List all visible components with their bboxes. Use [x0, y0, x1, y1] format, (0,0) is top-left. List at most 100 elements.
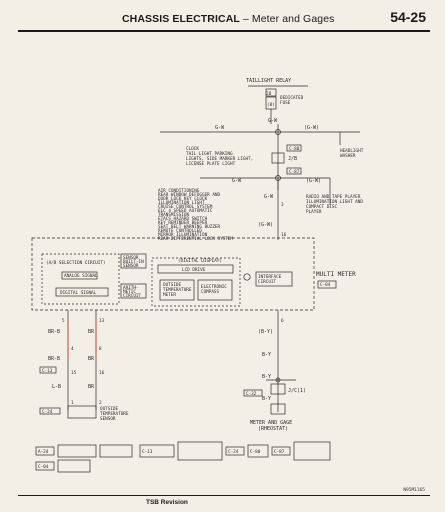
digital-signal: DIGITAL SIGNAL	[60, 290, 97, 296]
arith-2: CIRCUIT	[123, 293, 142, 299]
wire-by-paren: (B-Y)	[258, 329, 273, 335]
pin-13: 13	[99, 318, 105, 324]
dedicated-fuse-line1: DEDICATED	[280, 95, 304, 101]
wire-gw-left: G-W	[215, 125, 225, 131]
outside-temp-sensor-0: OUTSIDE	[100, 406, 119, 412]
electronic-compass-1: COMPASS	[201, 289, 220, 295]
pin-15: 15	[71, 370, 77, 376]
lcd-drive: LCD DRIVE	[182, 267, 206, 273]
outside-temp-meter-1: TEMPERATURE	[163, 287, 192, 293]
radio-1: ILLUMINATION LIGHT AND	[306, 199, 363, 205]
conn-c13: C-13	[42, 368, 53, 374]
tsb-revision: TSB Revision	[146, 499, 188, 506]
dedicated-fuse-line2: FUSE	[280, 100, 291, 106]
outside-temp-meter-2: METER	[163, 292, 176, 298]
sensor-2: SENSOR	[123, 263, 139, 269]
figure-code: N95M1165	[403, 488, 425, 493]
clock-list-3: LICENSE PLATE LIGHT	[186, 161, 236, 167]
wire-gw-mid: G-W	[232, 178, 242, 184]
headlight-washer-line1: HEADLIGHT	[340, 148, 364, 154]
conn-c87: C-87	[289, 169, 300, 175]
interface-1: CIRCUIT	[258, 279, 277, 285]
bottom-conn-c80: C-80	[250, 449, 261, 455]
fuse-number: (8)	[267, 102, 275, 108]
wire-br-upper: BR	[88, 329, 95, 335]
accessory-6: TRANSMISSION	[158, 212, 189, 218]
accessory-9: SEAT BELT WARNING BUZZER	[158, 224, 220, 230]
accessory-5: ELC 4 SPEED AUTOMATIC	[158, 208, 213, 214]
interface-0: INTERFACE	[258, 274, 282, 280]
section-title: CHASSIS ELECTRICAL – Meter and Gages	[122, 13, 335, 25]
accessory-11: MIRROR ILLUMINATION	[158, 232, 208, 238]
outside-temp-meter-0: OUTSIDE	[163, 282, 182, 288]
conn-c04: C-04	[320, 282, 331, 288]
wire-gw-top: G-W	[268, 118, 278, 124]
meter-gage-line1: METER AND GAGE	[250, 420, 292, 426]
clock-list-2: LIGHTS, SIDE MARKER LIGHT,	[186, 156, 253, 162]
bottom-conn-c87: C-87	[274, 449, 285, 455]
jc1: J/C(1)	[288, 388, 306, 394]
jb-label: J/B	[288, 156, 297, 162]
taillight-relay-label: TAILLIGHT RELAY	[246, 78, 291, 84]
headlight-washer-line2: WASHER	[340, 153, 356, 159]
pin-5: 5	[62, 318, 65, 324]
bottom-conn-a24: A-24	[38, 449, 49, 455]
arith-1: METIC	[123, 289, 136, 295]
wire-gw-paren-low: (G-W)	[258, 222, 273, 228]
electronic-compass-0: ELECTRONIC	[201, 284, 227, 290]
accessory-8: KEY REMINDER BEEPER	[158, 220, 208, 226]
page-header: CHASSIS ELECTRICAL – Meter and Gages 54-…	[18, 8, 430, 32]
accessory-0: AIR CONDITIONING	[158, 188, 200, 194]
radio-3: PLAYER	[306, 209, 322, 215]
pin-6: 6	[281, 318, 284, 324]
wire-br-b-lower: BR-B	[48, 356, 60, 362]
wire-lb: L-B	[52, 384, 61, 390]
wire-by-1: B-Y	[262, 352, 271, 358]
pin-1: 1	[71, 400, 74, 406]
analog-signal: ANALOG SIGNAL	[64, 273, 98, 279]
accessory-3: ILLUMINATION LIGHT	[158, 200, 205, 206]
footer-rule	[18, 495, 430, 496]
ab-selection: (A/B SELECTION CIRCUIT)	[46, 260, 106, 266]
outside-temp-sensor-1: TEMPERATURE	[100, 411, 129, 417]
accessory-7: ETACS HAZARD SWITCH	[158, 216, 208, 222]
sensor-0: SENSOR	[123, 255, 139, 261]
accessory-12: REAR DIFFERENTIAL LOCK SYSTEM	[158, 236, 233, 242]
wire-br-lower: BR	[88, 356, 95, 362]
bottom-conn-c24: C-24	[228, 449, 239, 455]
pin-16: 16	[281, 232, 287, 238]
digital-display: (DIGITAL DISPLAY)	[178, 258, 222, 264]
wire-by-2: B-Y	[262, 374, 271, 380]
bottom-conn-c13: C-13	[142, 449, 153, 455]
wire-br-b-upper: BR-B	[48, 329, 60, 335]
wire-gw-paren-mid: (G-W)	[306, 178, 321, 184]
conn-c24: C-24	[42, 409, 53, 415]
wire-gw-right: G-W	[264, 194, 274, 200]
arith-0: ARITH-	[123, 285, 139, 291]
multi-meter-label: MULTI METER	[316, 271, 356, 278]
accessory-4: CRUISE CONTROL SYSTEM	[158, 204, 213, 210]
clock-list-0: CLOCK	[186, 146, 199, 152]
radio-2: COMPACT DISC	[306, 204, 337, 210]
meter-gage-line2: (RHEOSTAT)	[258, 426, 288, 432]
pin-4: 4	[71, 346, 74, 352]
pin-16b: 16	[99, 370, 105, 376]
accessory-10: REMOTE CONTROLLED	[158, 228, 202, 234]
accessory-2: DOOR LOCK KEY CLOCK	[158, 196, 208, 202]
radio-0: RADIO AND TAPE PLAYER	[306, 194, 361, 200]
outside-temp-sensor-2: SENSOR	[100, 416, 116, 422]
pin-8: 8	[99, 346, 102, 352]
wire-br-bottom: BR	[88, 384, 95, 390]
wire-by-3: B-Y	[262, 396, 271, 402]
pin-2: 2	[99, 400, 102, 406]
wire-gw-paren-right: (G-W)	[304, 125, 319, 131]
clock-list-1: TAIL LIGHT PARKING	[186, 151, 233, 157]
bottom-conn-c04: C-04	[38, 464, 49, 470]
page-number: 54-25	[390, 9, 426, 25]
pin-3: 3	[281, 202, 284, 208]
conn-c32: C-32	[246, 391, 257, 397]
relay-connector: 28	[266, 91, 272, 97]
conn-c80: C-80	[289, 146, 300, 152]
